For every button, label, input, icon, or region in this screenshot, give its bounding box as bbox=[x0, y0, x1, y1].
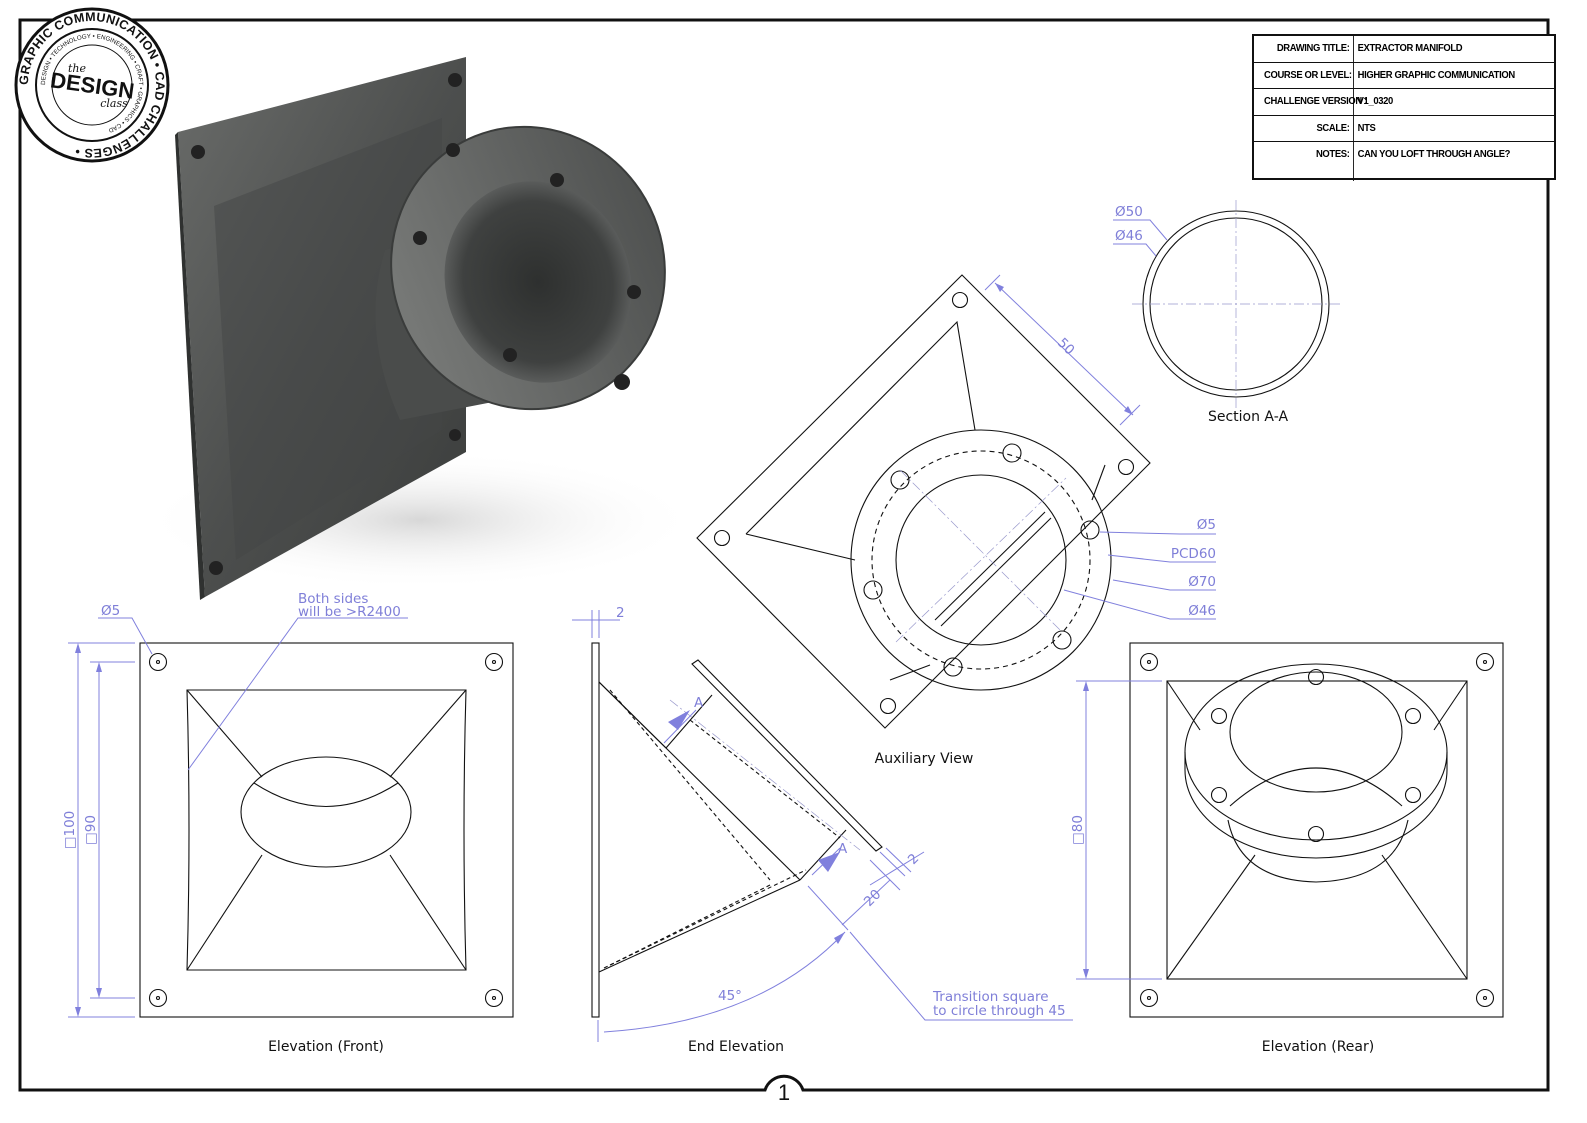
aux-bore-dim: Ø46 bbox=[1188, 603, 1216, 619]
auxiliary-dimensions: 50 Ø5 PCD60 Ø70 Ø46 bbox=[984, 274, 1216, 620]
end-elevation: End Elevation bbox=[591, 642, 883, 1055]
aux-pcd-dim: PCD60 bbox=[1171, 546, 1216, 562]
aux-hole-dim: Ø5 bbox=[1197, 517, 1216, 533]
aux-length-dim: 50 bbox=[1054, 335, 1077, 358]
rear-elevation-label: Elevation (Rear) bbox=[1262, 1039, 1374, 1055]
section-inner-dim: Ø46 bbox=[1115, 228, 1143, 244]
end-length-dim: 20 bbox=[861, 886, 884, 909]
title-row-notes: NOTES: CAN YOU LOFT THROUGH ANGLE? bbox=[1254, 142, 1554, 181]
front-note-line1: Both sides bbox=[298, 591, 368, 607]
course-label: COURSE OR LEVEL: bbox=[1264, 62, 1354, 88]
notes-value: CAN YOU LOFT THROUGH ANGLE? bbox=[1357, 148, 1511, 160]
auxiliary-view-label: Auxiliary View bbox=[875, 751, 974, 767]
rear-elevation: Elevation (Rear) bbox=[1129, 642, 1504, 1055]
scale-label: SCALE: bbox=[1264, 115, 1354, 141]
front-hole-dim: Ø5 bbox=[101, 603, 120, 619]
section-dimensions: Ø50 Ø46 bbox=[1113, 204, 1168, 257]
end-thickness-top: 2 bbox=[616, 605, 625, 621]
title-row-drawing-title: DRAWING TITLE: EXTRACTOR MANIFOLD bbox=[1254, 36, 1554, 63]
sheet-border bbox=[18, 18, 1550, 1092]
end-section-mark-a2: A bbox=[838, 841, 848, 857]
transition-note-line2: to circle through 45 bbox=[933, 1003, 1066, 1019]
logo-class: class bbox=[100, 97, 128, 110]
title-row-course: COURSE OR LEVEL: HIGHER GRAPHIC COMMUNIC… bbox=[1254, 62, 1554, 89]
front-dimensions: Ø5 Both sides will be >R2400 □100 □90 bbox=[62, 591, 408, 1018]
front-inner-dim: □90 bbox=[83, 815, 99, 845]
drawing-title-label: DRAWING TITLE: bbox=[1264, 36, 1354, 62]
drawing-title-value: EXTRACTOR MANIFOLD bbox=[1357, 42, 1463, 54]
front-outer-dim: □100 bbox=[62, 811, 78, 850]
end-elevation-label: End Elevation bbox=[688, 1039, 784, 1055]
rendered-3d-view bbox=[140, 57, 700, 600]
end-dimensions: 2 A A 2 20 45° Transition square to circ… bbox=[572, 605, 1073, 1042]
title-row-version: CHALLENGE VERSION : V1_0320 bbox=[1254, 89, 1554, 116]
section-outer-dim: Ø50 bbox=[1115, 204, 1143, 220]
front-elevation: Elevation (Front) bbox=[139, 642, 514, 1055]
course-value: HIGHER GRAPHIC COMMUNICATION bbox=[1357, 68, 1516, 81]
transition-note-line1: Transition square bbox=[932, 989, 1049, 1005]
title-block: DRAWING TITLE: EXTRACTOR MANIFOLD COURSE… bbox=[1252, 34, 1556, 181]
version-value: V1_0320 bbox=[1357, 95, 1394, 107]
scale-value: NTS bbox=[1357, 121, 1376, 134]
front-note-line2: will be >R2400 bbox=[298, 604, 401, 620]
aux-outer-dim: Ø70 bbox=[1188, 574, 1216, 590]
end-angle-dim: 45° bbox=[718, 988, 742, 1004]
design-class-logo: GRAPHIC COMMUNICATION • CAD CHALLENGES •… bbox=[14, 7, 170, 163]
front-elevation-label: Elevation (Front) bbox=[268, 1039, 384, 1055]
end-flange-thickness: 2 bbox=[905, 851, 922, 868]
section-a-a: Section A-A bbox=[1132, 200, 1340, 425]
section-label: Section A-A bbox=[1208, 409, 1288, 425]
version-label: CHALLENGE VERSION : bbox=[1264, 89, 1367, 115]
notes-label: NOTES: bbox=[1264, 142, 1354, 181]
title-row-scale: SCALE: NTS bbox=[1254, 115, 1554, 142]
page-number: 1 bbox=[778, 1080, 790, 1105]
logo-the: the bbox=[68, 62, 87, 75]
rear-dimensions: □80 bbox=[1070, 680, 1162, 980]
rear-inner-dim: □80 bbox=[1070, 815, 1086, 845]
end-section-mark-a1: A bbox=[694, 695, 704, 711]
auxiliary-view: Auxiliary View bbox=[696, 274, 1151, 767]
